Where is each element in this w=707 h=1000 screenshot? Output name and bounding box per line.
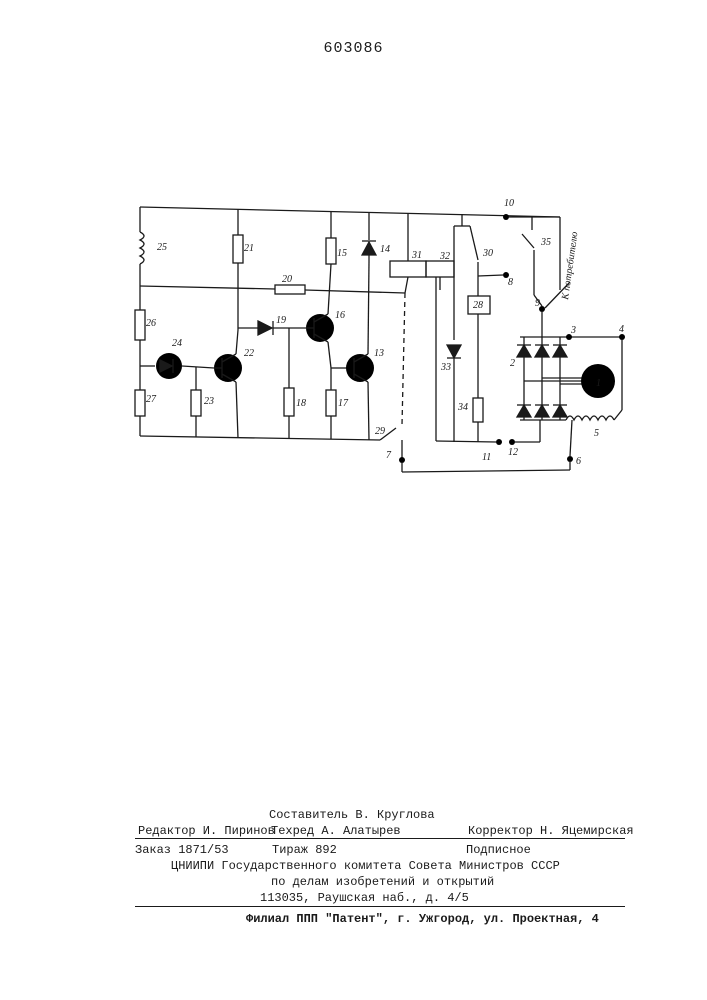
rule-bottom [135, 906, 625, 907]
techred-line: Техред А. Алатырев [271, 824, 401, 838]
subscription-line: Подписное [466, 843, 531, 857]
rule-top [135, 838, 625, 839]
editor-line: Редактор И. Пиринов [138, 824, 275, 838]
order-line: Заказ 1871/53 [135, 843, 229, 857]
institute-line-1: ЦНИИПИ Государственного комитета Совета … [171, 859, 560, 873]
address-line: 113035, Раушская наб., д. 4/5 [260, 891, 469, 905]
institute-line-2: по делам изобретений и открытий [271, 875, 494, 889]
corrector-line: Корректор Н. Яцемирская [468, 824, 634, 838]
branch-line: Филиал ППП "Патент", г. Ужгород, ул. Про… [246, 912, 599, 926]
compiler-line: Составитель В. Круглова [269, 808, 435, 822]
circulation-line: Тираж 892 [272, 843, 337, 857]
